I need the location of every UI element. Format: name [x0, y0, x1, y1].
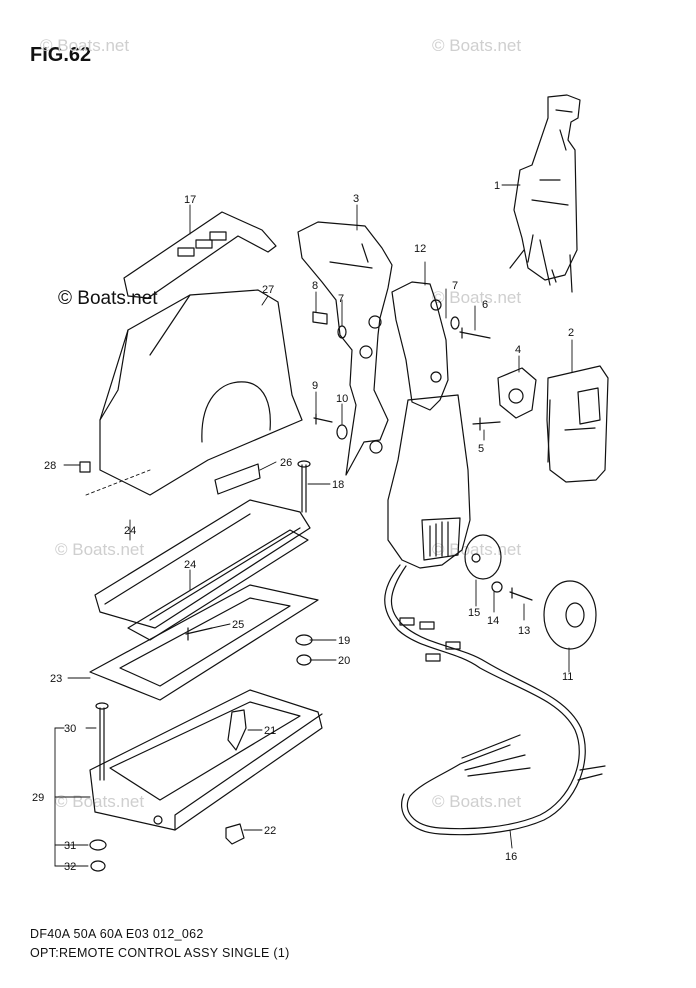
- part-knob-and-plates: [464, 534, 597, 650]
- callout-11: 11: [562, 671, 573, 683]
- watermark: © Boats.net: [40, 36, 130, 55]
- footer-model-code: DF40A 50A 60A E03 012_062: [30, 927, 204, 941]
- callout-9: 9: [312, 380, 318, 392]
- part-small-fittings: [312, 311, 537, 440]
- part-cover: [546, 365, 609, 483]
- callout-13: 13: [518, 625, 530, 637]
- leader-lines: [54, 184, 573, 867]
- part-frame: [94, 499, 311, 641]
- callout-12: 12: [414, 243, 426, 255]
- part-housing: [99, 289, 303, 496]
- fasteners: [79, 460, 313, 872]
- figure-title: FIG.62: [30, 44, 92, 66]
- callout-3: 3: [353, 193, 359, 205]
- watermark: © Boats.net: [432, 36, 522, 55]
- callout-7b: 7: [452, 280, 458, 292]
- part-base: [89, 689, 323, 831]
- callout-8: 8: [312, 280, 318, 292]
- watermark: © Boats.net: [432, 288, 522, 307]
- callout-25: 25: [232, 619, 244, 631]
- callout-18: 18: [332, 479, 344, 491]
- callout-27: 27: [262, 284, 274, 296]
- part-wiring-harness: [384, 564, 606, 836]
- part-lever-arm: [387, 281, 471, 569]
- callout-1: 1: [494, 180, 500, 192]
- callout-23: 23: [50, 673, 62, 685]
- brand-mark: © Boats.net: [58, 288, 158, 309]
- part-22-clamp: [225, 823, 245, 845]
- callout-24: 24: [124, 525, 136, 537]
- callout-31: 31: [64, 840, 76, 852]
- part-26-plate: [214, 463, 261, 495]
- callout-26: 26: [280, 457, 292, 469]
- callout-20: 20: [338, 655, 350, 667]
- callout-19: 19: [338, 635, 350, 647]
- callout-10: 10: [336, 393, 348, 405]
- part-top-cover: [123, 211, 277, 299]
- watermark: © Boats.net: [55, 540, 145, 559]
- callout-7: 7: [338, 293, 344, 305]
- callout-32: 32: [64, 861, 76, 873]
- callout-24b: 24: [184, 559, 196, 571]
- callout-6: 6: [482, 299, 488, 311]
- callout-17: 17: [184, 194, 196, 206]
- part-remote-control-lever: [509, 94, 581, 293]
- part-21-clip: [227, 709, 247, 751]
- callout-28: 28: [44, 460, 56, 472]
- callout-5: 5: [478, 443, 484, 455]
- watermark: © Boats.net: [432, 540, 522, 559]
- watermark: © Boats.net: [432, 792, 522, 811]
- callout-labels: 1 2 3 4 5 6 7 7 8 9 10 11 12 13 14 15 16…: [32, 180, 574, 873]
- part-gasket: [89, 584, 319, 701]
- callout-2: 2: [568, 327, 574, 339]
- callout-16: 16: [505, 851, 517, 863]
- callout-29: 29: [32, 792, 44, 804]
- callout-21: 21: [264, 725, 276, 737]
- callout-4: 4: [515, 344, 521, 356]
- callout-14: 14: [487, 615, 499, 627]
- part-bracket: [297, 221, 393, 476]
- callout-15: 15: [468, 607, 480, 619]
- callout-22: 22: [264, 825, 276, 837]
- callout-30: 30: [64, 723, 76, 735]
- footer-description: OPT:REMOTE CONTROL ASSY SINGLE (1): [30, 946, 290, 960]
